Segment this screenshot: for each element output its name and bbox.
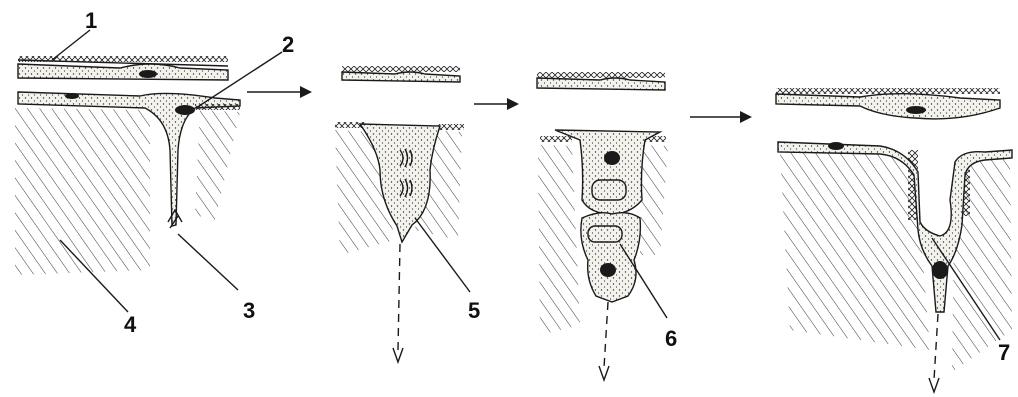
- stage3-process-dashed: [604, 302, 608, 368]
- stage3-crosshatch-top: [537, 72, 665, 78]
- stage3-crosshatch-left: [540, 136, 572, 142]
- stage-1: 1 2 3 4: [15, 8, 294, 337]
- stage4-top-nucleus: [906, 106, 926, 114]
- stage3-upper-nucleus: [604, 151, 620, 165]
- label-5: 5: [468, 298, 480, 323]
- stage3-tissue-right: [640, 145, 668, 255]
- label-4: 4: [124, 312, 137, 337]
- stage1-tissue-right: [195, 110, 240, 220]
- stage4-tissue: [780, 152, 930, 350]
- label-7: 7: [998, 340, 1010, 365]
- stage2-process-dashed: [398, 244, 400, 350]
- stage1-flat-nucleus: [65, 93, 79, 99]
- stage2-crosshatch-top: [342, 66, 460, 72]
- stage4-crosshatch-top: [776, 88, 1000, 94]
- stage3-top-layer: [537, 78, 665, 90]
- arrow-2: [474, 98, 519, 110]
- stage2-process-arrowhead: [393, 348, 403, 362]
- label-2: 2: [282, 32, 294, 57]
- stage-4: 7: [776, 88, 1012, 392]
- stage1-tissue: [15, 108, 150, 275]
- leader-1: [52, 30, 90, 60]
- stage1-top-nucleus: [139, 70, 157, 78]
- stage4-lining-nucleus: [828, 142, 844, 150]
- stage3-tissue: [538, 145, 580, 335]
- arrow-3: [690, 111, 752, 123]
- stage1-top-cell: [18, 64, 228, 80]
- stage4-process-dashed: [934, 314, 938, 380]
- stage3-process-arrowhead: [599, 366, 609, 380]
- label-3: 3: [243, 298, 255, 323]
- stage1-cell-nucleus: [175, 105, 195, 115]
- stage4-top-cell: [776, 94, 1000, 119]
- label-6: 6: [665, 326, 677, 351]
- stage1-crosshatch-top: [18, 56, 228, 62]
- arrow-1: [247, 86, 312, 98]
- label-1: 1: [85, 8, 97, 33]
- stage4-tip-nucleus: [932, 261, 948, 279]
- stage-2: 5: [335, 66, 480, 362]
- stage-3: 6: [537, 72, 677, 380]
- stage2-top-layer: [342, 72, 460, 82]
- stage2-crosshatch-right: [438, 124, 464, 130]
- stage3-lower-nucleus: [600, 263, 616, 277]
- leader-3: [178, 234, 238, 290]
- stage4-process-arrowhead: [929, 378, 939, 392]
